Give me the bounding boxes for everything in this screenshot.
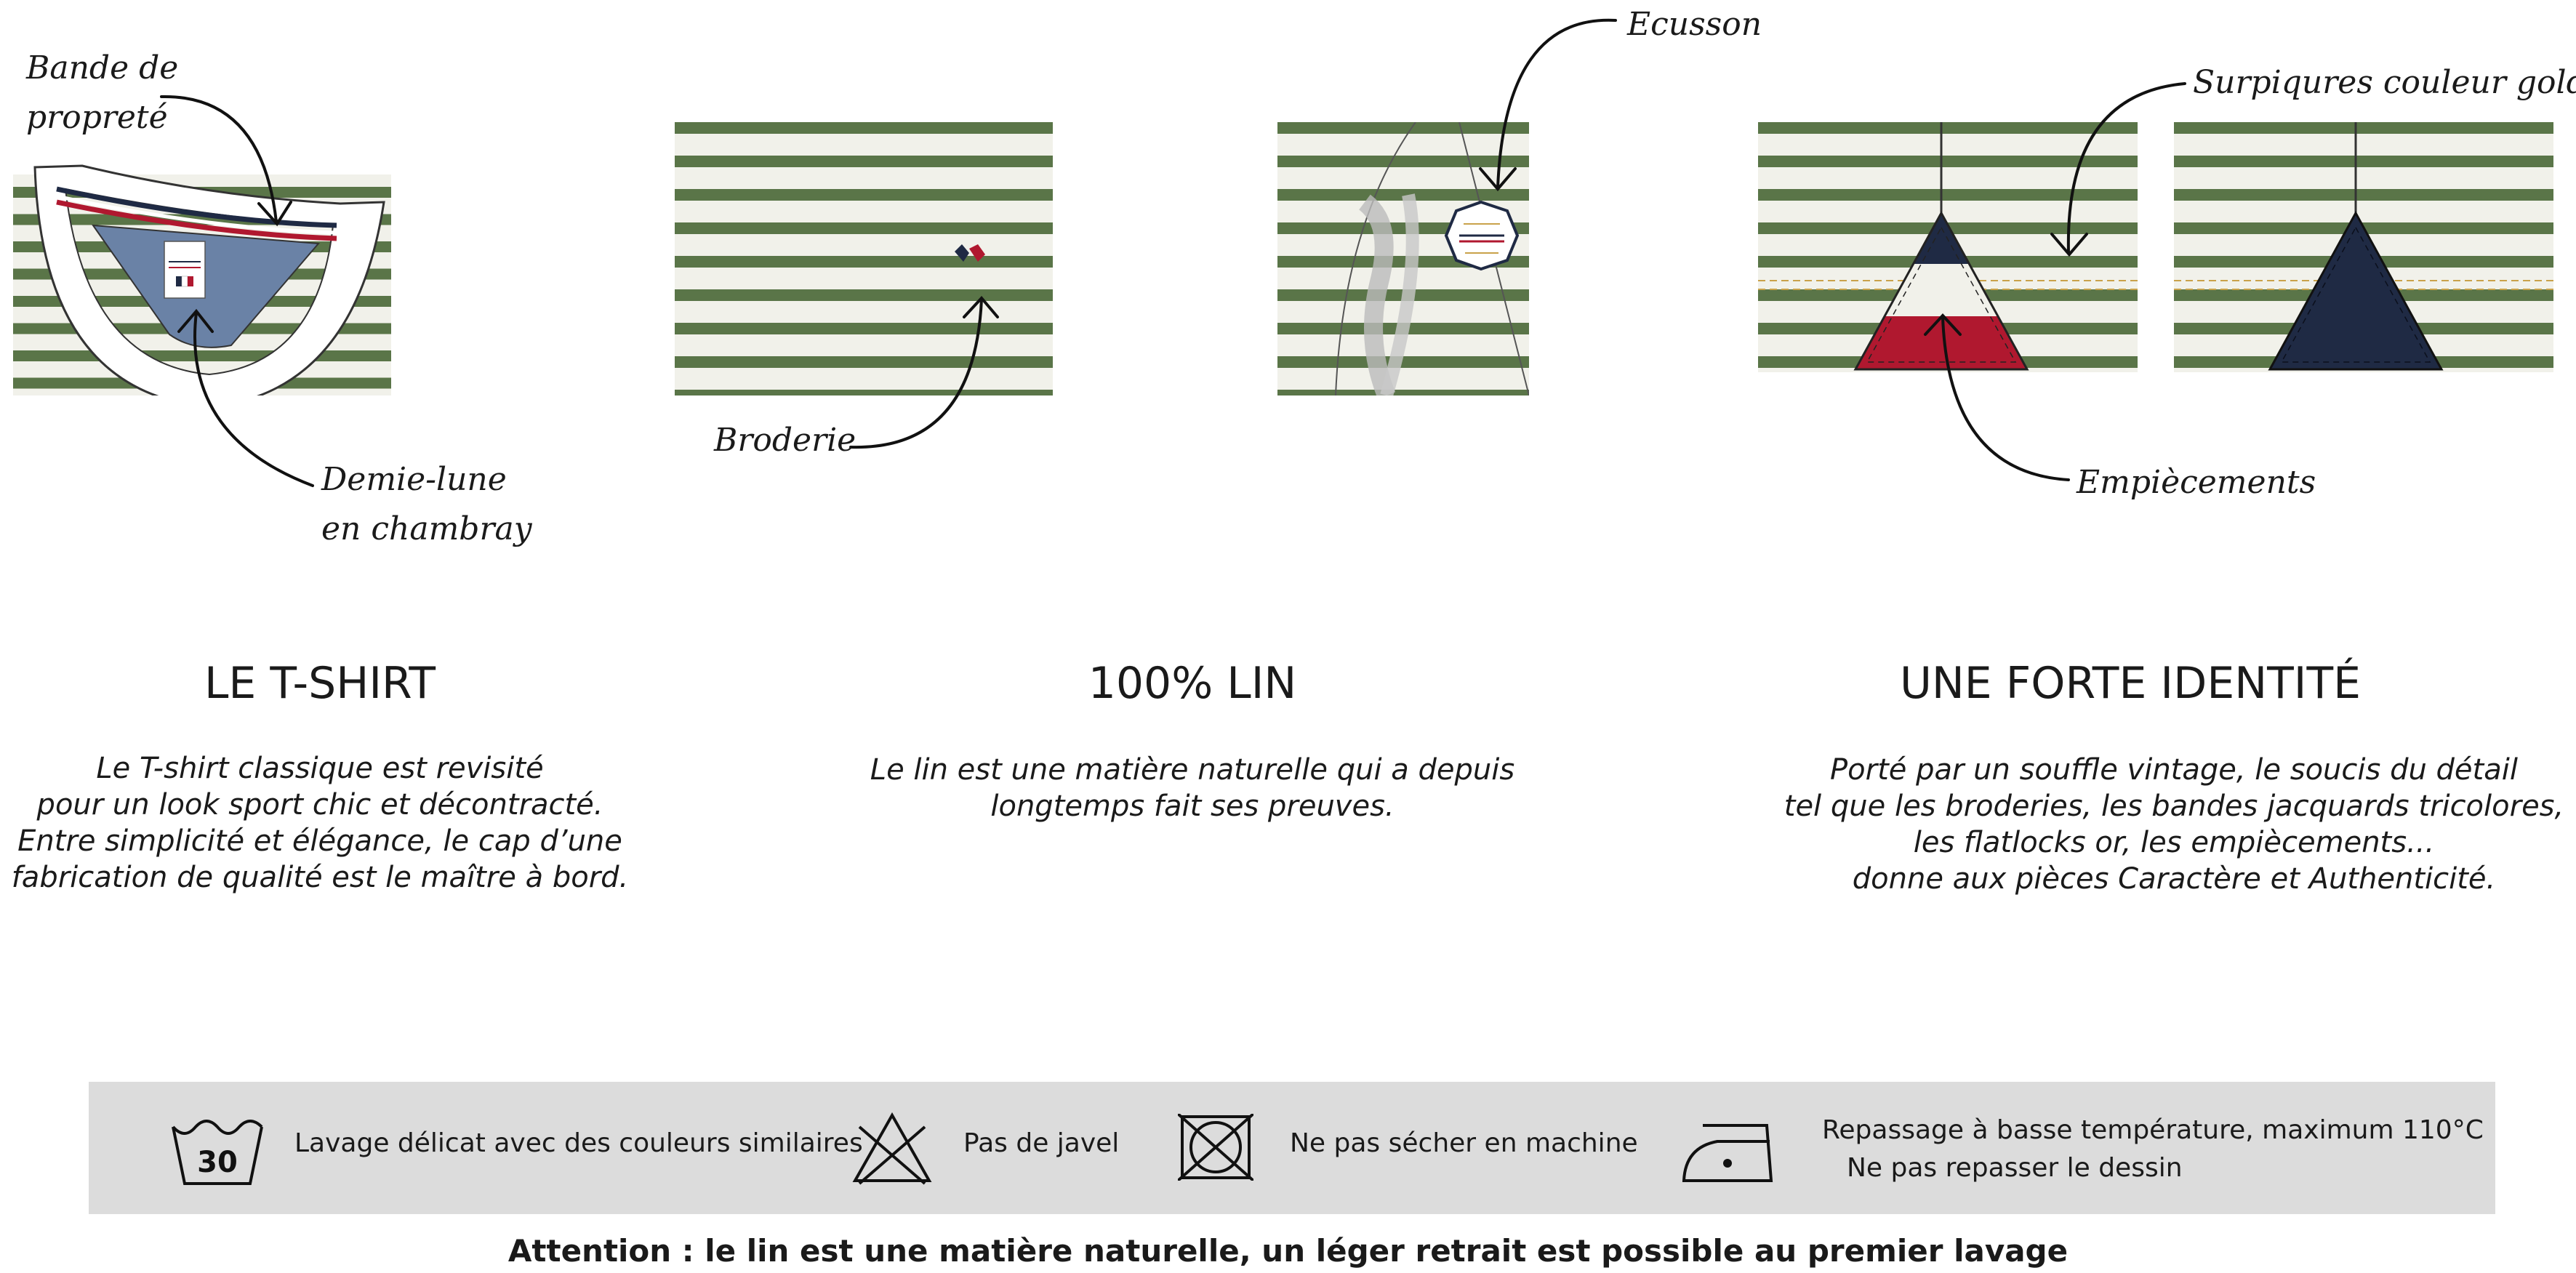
section-text-identite: Porté par un souffle vintage, le soucis … — [1774, 752, 2574, 897]
callout-ecusson: Ecusson — [1627, 6, 1762, 43]
text-line: Porté par un souffle vintage, le soucis … — [1830, 753, 2518, 787]
callout-broderie: Broderie — [714, 422, 856, 459]
callout-surpiqures: Surpiqures couleur gold — [2193, 64, 2576, 101]
text-line: Le T-shirt classique est revisité — [96, 752, 544, 785]
callout-demie-lune: Demie-lune en chambray — [321, 455, 532, 554]
patch-illustration — [1277, 122, 1529, 395]
text-line: longtemps fait ses preuves. — [990, 790, 1395, 823]
shrinkage-warning: Attention : le lin est une matière natur… — [507, 1233, 2069, 1269]
callout-empiecements: Empiècements — [2077, 464, 2316, 501]
collar-illustration — [13, 116, 391, 395]
text-line: tel que les broderies, les bandes jacqua… — [1783, 790, 2564, 823]
wash-30-icon: 30 — [172, 1120, 263, 1185]
no-bleach-icon — [852, 1112, 932, 1185]
care-dryer-text: Ne pas sécher en machine — [1290, 1128, 1638, 1158]
section-title-t-shirt: LE T-SHIRT — [204, 658, 436, 709]
callout-bande-de-proprete: Bande de propreté — [26, 44, 178, 142]
text-line: Entre simplicité et élégance, le cap d’u… — [17, 824, 622, 858]
wash-30-label: 30 — [197, 1146, 238, 1179]
care-iron-text-2: Ne pas repasser le dessin — [1847, 1153, 2183, 1183]
care-bleach-text: Pas de javel — [963, 1128, 1120, 1158]
navy-insert-illustration — [2174, 122, 2553, 372]
callout-demilune-line2: en chambray — [321, 510, 532, 547]
text-line: fabrication de qualité est le maître à b… — [11, 861, 629, 894]
text-line: Le lin est une matière naturelle qui a d… — [870, 753, 1515, 787]
care-wash-text: Lavage délicat avec des couleurs similai… — [294, 1128, 863, 1158]
iron-low-icon — [1682, 1124, 1773, 1182]
care-iron-text-1: Repassage à basse température, maximum 1… — [1822, 1115, 2484, 1145]
text-line: pour un look sport chic et décontracté. — [36, 788, 603, 822]
section-text-lin: Le lin est une matière naturelle qui a d… — [843, 752, 1541, 824]
embroidery-illustration — [675, 122, 1053, 395]
callout-bande-line1: Bande de — [26, 49, 179, 87]
section-title-identite: UNE FORTE IDENTITÉ — [1899, 658, 2362, 709]
callout-arrows — [160, 18, 2186, 487]
text-line: donne aux pièces Caractère et Authentici… — [1852, 862, 2496, 896]
section-title-lin: 100% LIN — [1088, 658, 1297, 709]
section-text-t-shirt: Le T-shirt classique est revisité pour u… — [0, 750, 640, 896]
care-instructions-band: 30 Lavage délicat avec des couleurs simi… — [89, 1082, 2495, 1214]
text-line: les flatlocks or, les empiècements... — [1913, 826, 2435, 859]
callout-bande-line2: propreté — [26, 99, 168, 136]
callout-demilune-line1: Demie-lune — [321, 461, 507, 498]
no-tumble-dry-icon — [1178, 1114, 1253, 1181]
